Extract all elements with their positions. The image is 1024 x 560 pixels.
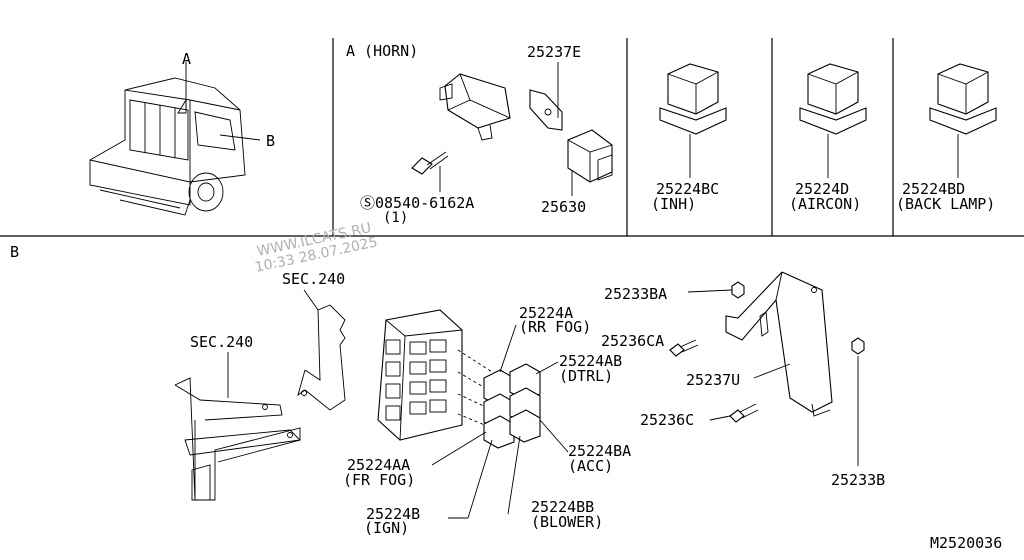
- note-25224d: (AIRCON): [789, 195, 861, 213]
- label-25630: 25630: [541, 198, 586, 216]
- horn-relay-unit: [439, 73, 511, 141]
- label-25237u: 25237U: [686, 371, 740, 389]
- note-25224bb: (BLOWER): [531, 513, 603, 531]
- section-a-leaders: [439, 62, 573, 196]
- label-25224d: 25224D: [795, 180, 849, 198]
- label-25224bc: 25224BC: [656, 180, 719, 198]
- label-25224aa: 25224AA: [347, 456, 410, 474]
- label-25236ca: 25236CA: [601, 332, 664, 350]
- bolt-08540: [411, 151, 449, 175]
- label-25224bb: 25224BB: [531, 498, 594, 516]
- bracket-leaders: [227, 289, 319, 398]
- horn-relay-25630: [567, 129, 613, 183]
- nut-25233ba: [687, 281, 745, 299]
- nut-25233b: [851, 337, 865, 466]
- label-sec240-left: SEC.240: [190, 333, 253, 351]
- relay-block: [377, 309, 463, 441]
- label-bolt-qty: (1): [383, 210, 408, 226]
- note-25224bc: (INH): [651, 195, 696, 213]
- label-sec240-right: SEC.240: [282, 270, 345, 288]
- note-25224aa: (FR FOG): [343, 471, 415, 489]
- label-25224ba: 25224BA: [568, 442, 631, 460]
- note-25224bd: (BACK LAMP): [896, 195, 995, 213]
- note-25224ab: (DTRL): [559, 367, 613, 385]
- label-bolt-08540: Ⓢ08540-6162A: [360, 194, 474, 212]
- label-25224bd: 25224BD: [902, 180, 965, 198]
- label-25224b: 25224B: [366, 505, 420, 523]
- callout-b: B: [266, 132, 275, 150]
- note-25224b: (IGN): [364, 519, 409, 537]
- relay-25224bc: [659, 63, 727, 178]
- relay-25224bd: [929, 63, 997, 178]
- label-25224a: 25224A: [519, 304, 573, 322]
- mounting-bracket-left: [174, 377, 301, 501]
- truck-illustration: [89, 62, 261, 216]
- leader-25237u: [753, 363, 791, 379]
- label-25233ba: 25233BA: [604, 285, 667, 303]
- label-25233b: 25233B: [831, 471, 885, 489]
- panel-dividers: [0, 38, 1024, 237]
- bolt-25236ca: [669, 339, 699, 357]
- note-25224a: (RR FOG): [519, 318, 591, 336]
- relay-group-leaders: [431, 324, 569, 519]
- bolt-25236c: [709, 403, 759, 423]
- relay-25224d: [799, 63, 867, 178]
- callout-a: A: [182, 50, 191, 68]
- mini-relays-group: [483, 363, 541, 449]
- note-25224ba: (ACC): [568, 457, 613, 475]
- mounting-bracket-right: [297, 304, 346, 411]
- label-25224ab: 25224AB: [559, 352, 622, 370]
- horn-bracket: [529, 89, 563, 131]
- section-a-title: A (HORN): [346, 42, 418, 60]
- label-25237e: 25237E: [527, 43, 581, 61]
- diagram-id: M2520036: [930, 534, 1002, 552]
- label-25236c: 25236C: [640, 411, 694, 429]
- bracket-25237u: [725, 271, 833, 417]
- section-b-title: B: [10, 243, 19, 261]
